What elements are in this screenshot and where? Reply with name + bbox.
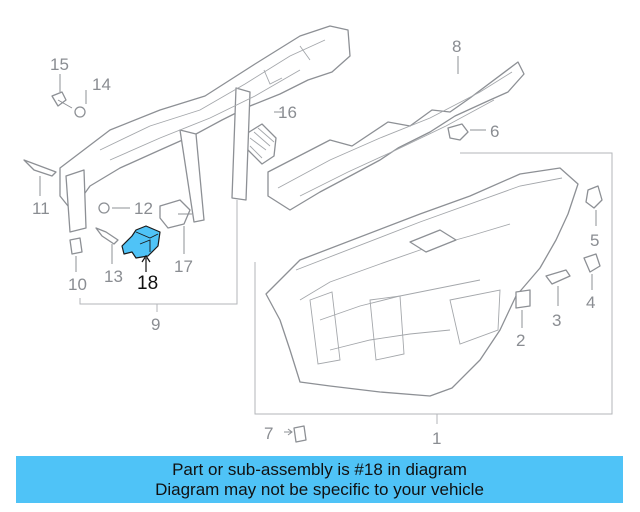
bracket-part-17 xyxy=(159,199,192,229)
banner-line-2: Diagram may not be specific to your vehi… xyxy=(155,480,484,499)
nut-part-14 xyxy=(74,106,86,118)
insulator-pad-part-8 xyxy=(267,61,525,211)
callout-11: 11 xyxy=(32,199,50,218)
highlighted-part-18[interactable] xyxy=(121,225,161,272)
cross-car-beam xyxy=(59,25,351,233)
cover-part-5 xyxy=(585,185,603,209)
callout-7: 7 xyxy=(264,424,273,443)
bracket-part-10 xyxy=(69,237,83,255)
bracket-part-4 xyxy=(583,253,601,273)
bracket-part-11 xyxy=(23,159,57,177)
cover-part-2 xyxy=(515,289,531,309)
callout-8: 8 xyxy=(452,37,461,56)
info-banner: Part or sub-assembly is #18 in diagram D… xyxy=(16,456,623,503)
vent-grille-part-16 xyxy=(245,123,277,165)
callout-10: 10 xyxy=(68,275,87,294)
callout-6: 6 xyxy=(490,122,499,141)
nut-part-12 xyxy=(98,202,110,214)
callout-12: 12 xyxy=(134,199,153,218)
callout-14: 14 xyxy=(92,75,111,94)
callout-5: 5 xyxy=(590,231,599,250)
parts-diagram: 1 2 3 4 5 6 7 8 9 10 11 12 13 14 15 16 1… xyxy=(23,25,613,448)
callout-18: 18 xyxy=(137,273,158,294)
callout-15: 15 xyxy=(50,55,69,74)
group-frame-1 xyxy=(254,152,613,415)
callout-1: 1 xyxy=(432,429,441,448)
clip-part-6 xyxy=(447,123,469,141)
trim-part-3 xyxy=(545,269,571,285)
bolt-part-15 xyxy=(51,91,73,109)
bolt-part-7 xyxy=(284,425,307,443)
callout-13: 13 xyxy=(104,267,123,286)
instrument-panel-part-1 xyxy=(265,167,579,397)
group-frame-9 xyxy=(79,200,238,305)
callout-4: 4 xyxy=(586,293,595,312)
callout-9: 9 xyxy=(151,315,160,334)
screw-part-13 xyxy=(95,227,119,245)
callout-3: 3 xyxy=(552,311,561,330)
callout-16: 16 xyxy=(278,103,297,122)
callout-2: 2 xyxy=(516,331,525,350)
callout-17: 17 xyxy=(174,257,193,276)
banner-line-1: Part or sub-assembly is #18 in diagram xyxy=(172,460,467,479)
